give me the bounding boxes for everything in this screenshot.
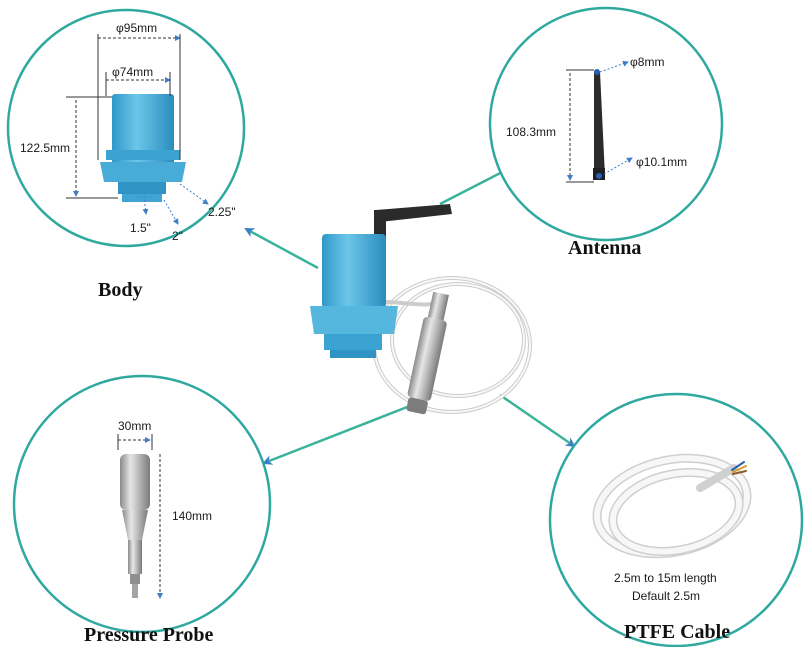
center-antenna-icon: [374, 204, 452, 240]
probe-title: Pressure Probe: [84, 624, 214, 646]
center-probe-icon: [406, 291, 449, 415]
body-outer-diameter-label: φ95mm: [116, 21, 157, 35]
thread-size-1-label: 1.5": [130, 221, 151, 235]
connector-cable: [499, 393, 576, 448]
body-title: Body: [98, 279, 142, 301]
pressure-probe-icon: [120, 454, 150, 598]
level-transmitter-icon: [100, 94, 186, 202]
probe-diameter-label: 30mm: [118, 419, 151, 433]
antenna-title: Antenna: [568, 237, 641, 259]
probe-length-label: 140mm: [172, 509, 212, 523]
antenna-icon: [593, 69, 605, 180]
cable-length-line1-label: 2.5m to 15m length: [614, 571, 717, 585]
cable-title: PTFE Cable: [624, 621, 730, 643]
antenna-top-diameter-label: φ8mm: [630, 55, 664, 69]
antenna-base-diameter-label: φ10.1mm: [636, 155, 687, 169]
body-inner-diameter-label: φ74mm: [112, 65, 153, 79]
center-assembly: [310, 204, 532, 415]
cable-length-line2-label: Default 2.5m: [632, 589, 700, 603]
cable-detail-circle: [548, 392, 804, 647]
center-cable-loop: [371, 276, 532, 414]
antenna-length-label: 108.3mm: [506, 125, 556, 139]
connector-probe: [262, 400, 421, 465]
body-height-label: 122.5mm: [20, 141, 70, 155]
connector-body: [244, 227, 319, 270]
cable-coil-icon: [592, 453, 752, 559]
antenna-detail: 108.3mm φ8mm φ10.1mm: [506, 55, 687, 183]
center-transmitter-icon: [310, 234, 398, 358]
cable-detail: 2.5m to 15m length Default 2.5m: [592, 453, 752, 603]
thread-size-3-label: 2.25": [208, 205, 236, 219]
probe-detail: 30mm 140mm: [117, 419, 212, 599]
antenna-detail-circle: [488, 6, 724, 242]
thread-size-2-label: 2": [172, 229, 183, 243]
body-detail: φ95mm φ74mm 122.5mm 1.5" 2" 2.25": [20, 21, 236, 243]
